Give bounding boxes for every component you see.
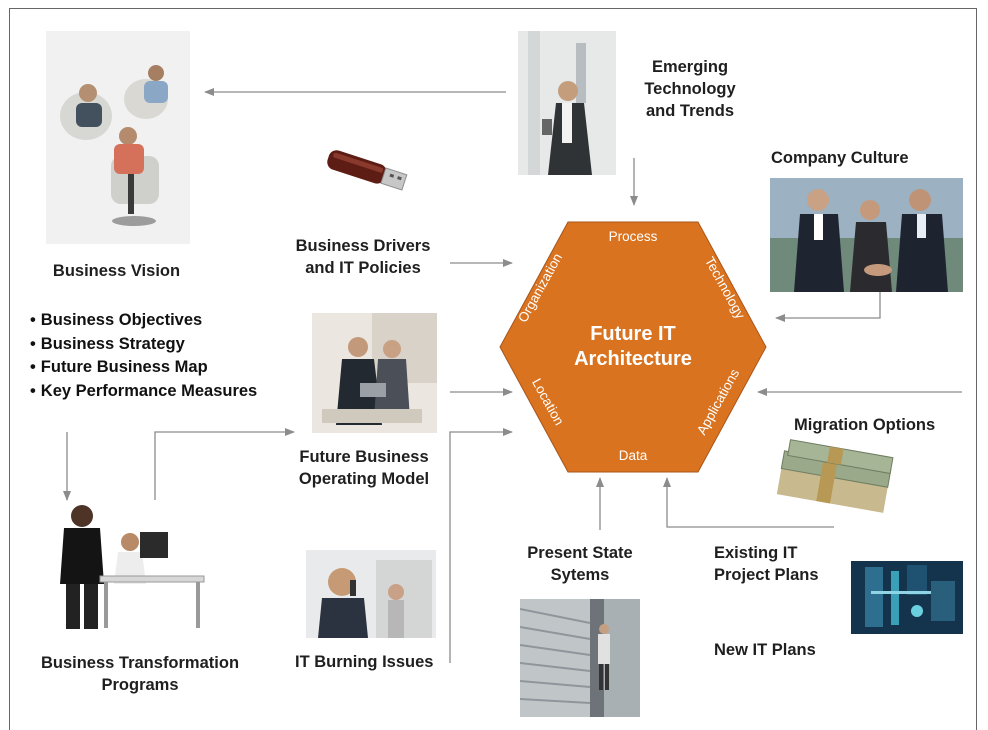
office-image [312, 313, 437, 433]
emerging-technology-photo [518, 31, 616, 175]
business-vision-photo [46, 31, 190, 244]
money-stack-image [776, 439, 894, 513]
label-drivers-line2: and IT Policies [305, 259, 421, 277]
usb-drive-photo [320, 140, 412, 202]
burning-issues-photo [306, 550, 436, 638]
label-emerging-technology: Emerging Technology and Trends [630, 56, 750, 122]
label-migration-options: Migration Options [794, 416, 936, 434]
label-business-vision: Business Vision [52, 262, 181, 280]
hexagon-title-line1: Future IT [590, 323, 676, 345]
handshake-image [770, 189, 963, 292]
edge-label-data: Data [619, 448, 648, 463]
bullet-item: Business Strategy [30, 333, 257, 357]
label-transformation-line1: Business Transformation [40, 654, 240, 672]
label-emerging-line1: Emerging [651, 58, 729, 76]
label-existing-line1: Existing IT [714, 544, 798, 562]
business-transformation-photo [44, 494, 208, 636]
migration-options-photo [772, 438, 898, 524]
label-drivers-line1: Business Drivers [295, 237, 431, 255]
present-systems-photo [520, 599, 640, 717]
arrow-existing-to-center [663, 477, 834, 528]
arrow-culture-to-center [775, 292, 881, 322]
label-operating-model: Future Business Operating Model [284, 446, 444, 490]
label-transformation-line2: Programs [101, 676, 179, 694]
bullet-item: Key Performance Measures [30, 380, 257, 404]
workers-image [60, 505, 205, 629]
arrow-burning-to-center [449, 428, 513, 663]
existing-plans-photo [851, 561, 963, 634]
phone-user-image [528, 31, 592, 175]
business-objectives-list: Business Objectives Business Strategy Fu… [30, 309, 257, 403]
label-business-transformation: Business Transformation Programs [24, 652, 256, 696]
label-business-drivers: Business Drivers and IT Policies [284, 235, 442, 279]
bullet-item: Business Objectives [30, 309, 257, 333]
bullet-item: Future Business Map [30, 356, 257, 380]
circuit-image [851, 561, 963, 634]
label-company-culture: Company Culture [771, 149, 909, 167]
label-present-line2: Sytems [550, 566, 610, 584]
hexagon-shape [499, 221, 767, 473]
label-present-line1: Present State [527, 544, 633, 562]
company-culture-photo [770, 178, 963, 292]
arrow-transformation-to-operating [154, 428, 295, 500]
label-emerging-line2: Technology [644, 80, 736, 98]
label-operating-line1: Future Business [299, 448, 429, 466]
hexagon-title-line2: Architecture [574, 348, 692, 370]
usb-image [327, 150, 408, 191]
label-emerging-line3: and Trends [645, 102, 735, 120]
operating-model-photo [312, 313, 437, 433]
label-existing-plans: Existing IT Project Plans [714, 542, 819, 586]
edge-label-process: Process [609, 229, 658, 244]
diagram-frame [9, 8, 977, 730]
label-operating-line2: Operating Model [298, 470, 430, 488]
label-burning-issues: IT Burning Issues [295, 653, 434, 671]
phone-call-image [318, 560, 432, 638]
label-new-it-plans: New IT Plans [714, 641, 816, 659]
meeting-image [60, 65, 168, 226]
label-present-systems: Present State Sytems [510, 542, 650, 586]
server-room-image [520, 599, 640, 717]
label-existing-line2: Project Plans [714, 566, 819, 584]
